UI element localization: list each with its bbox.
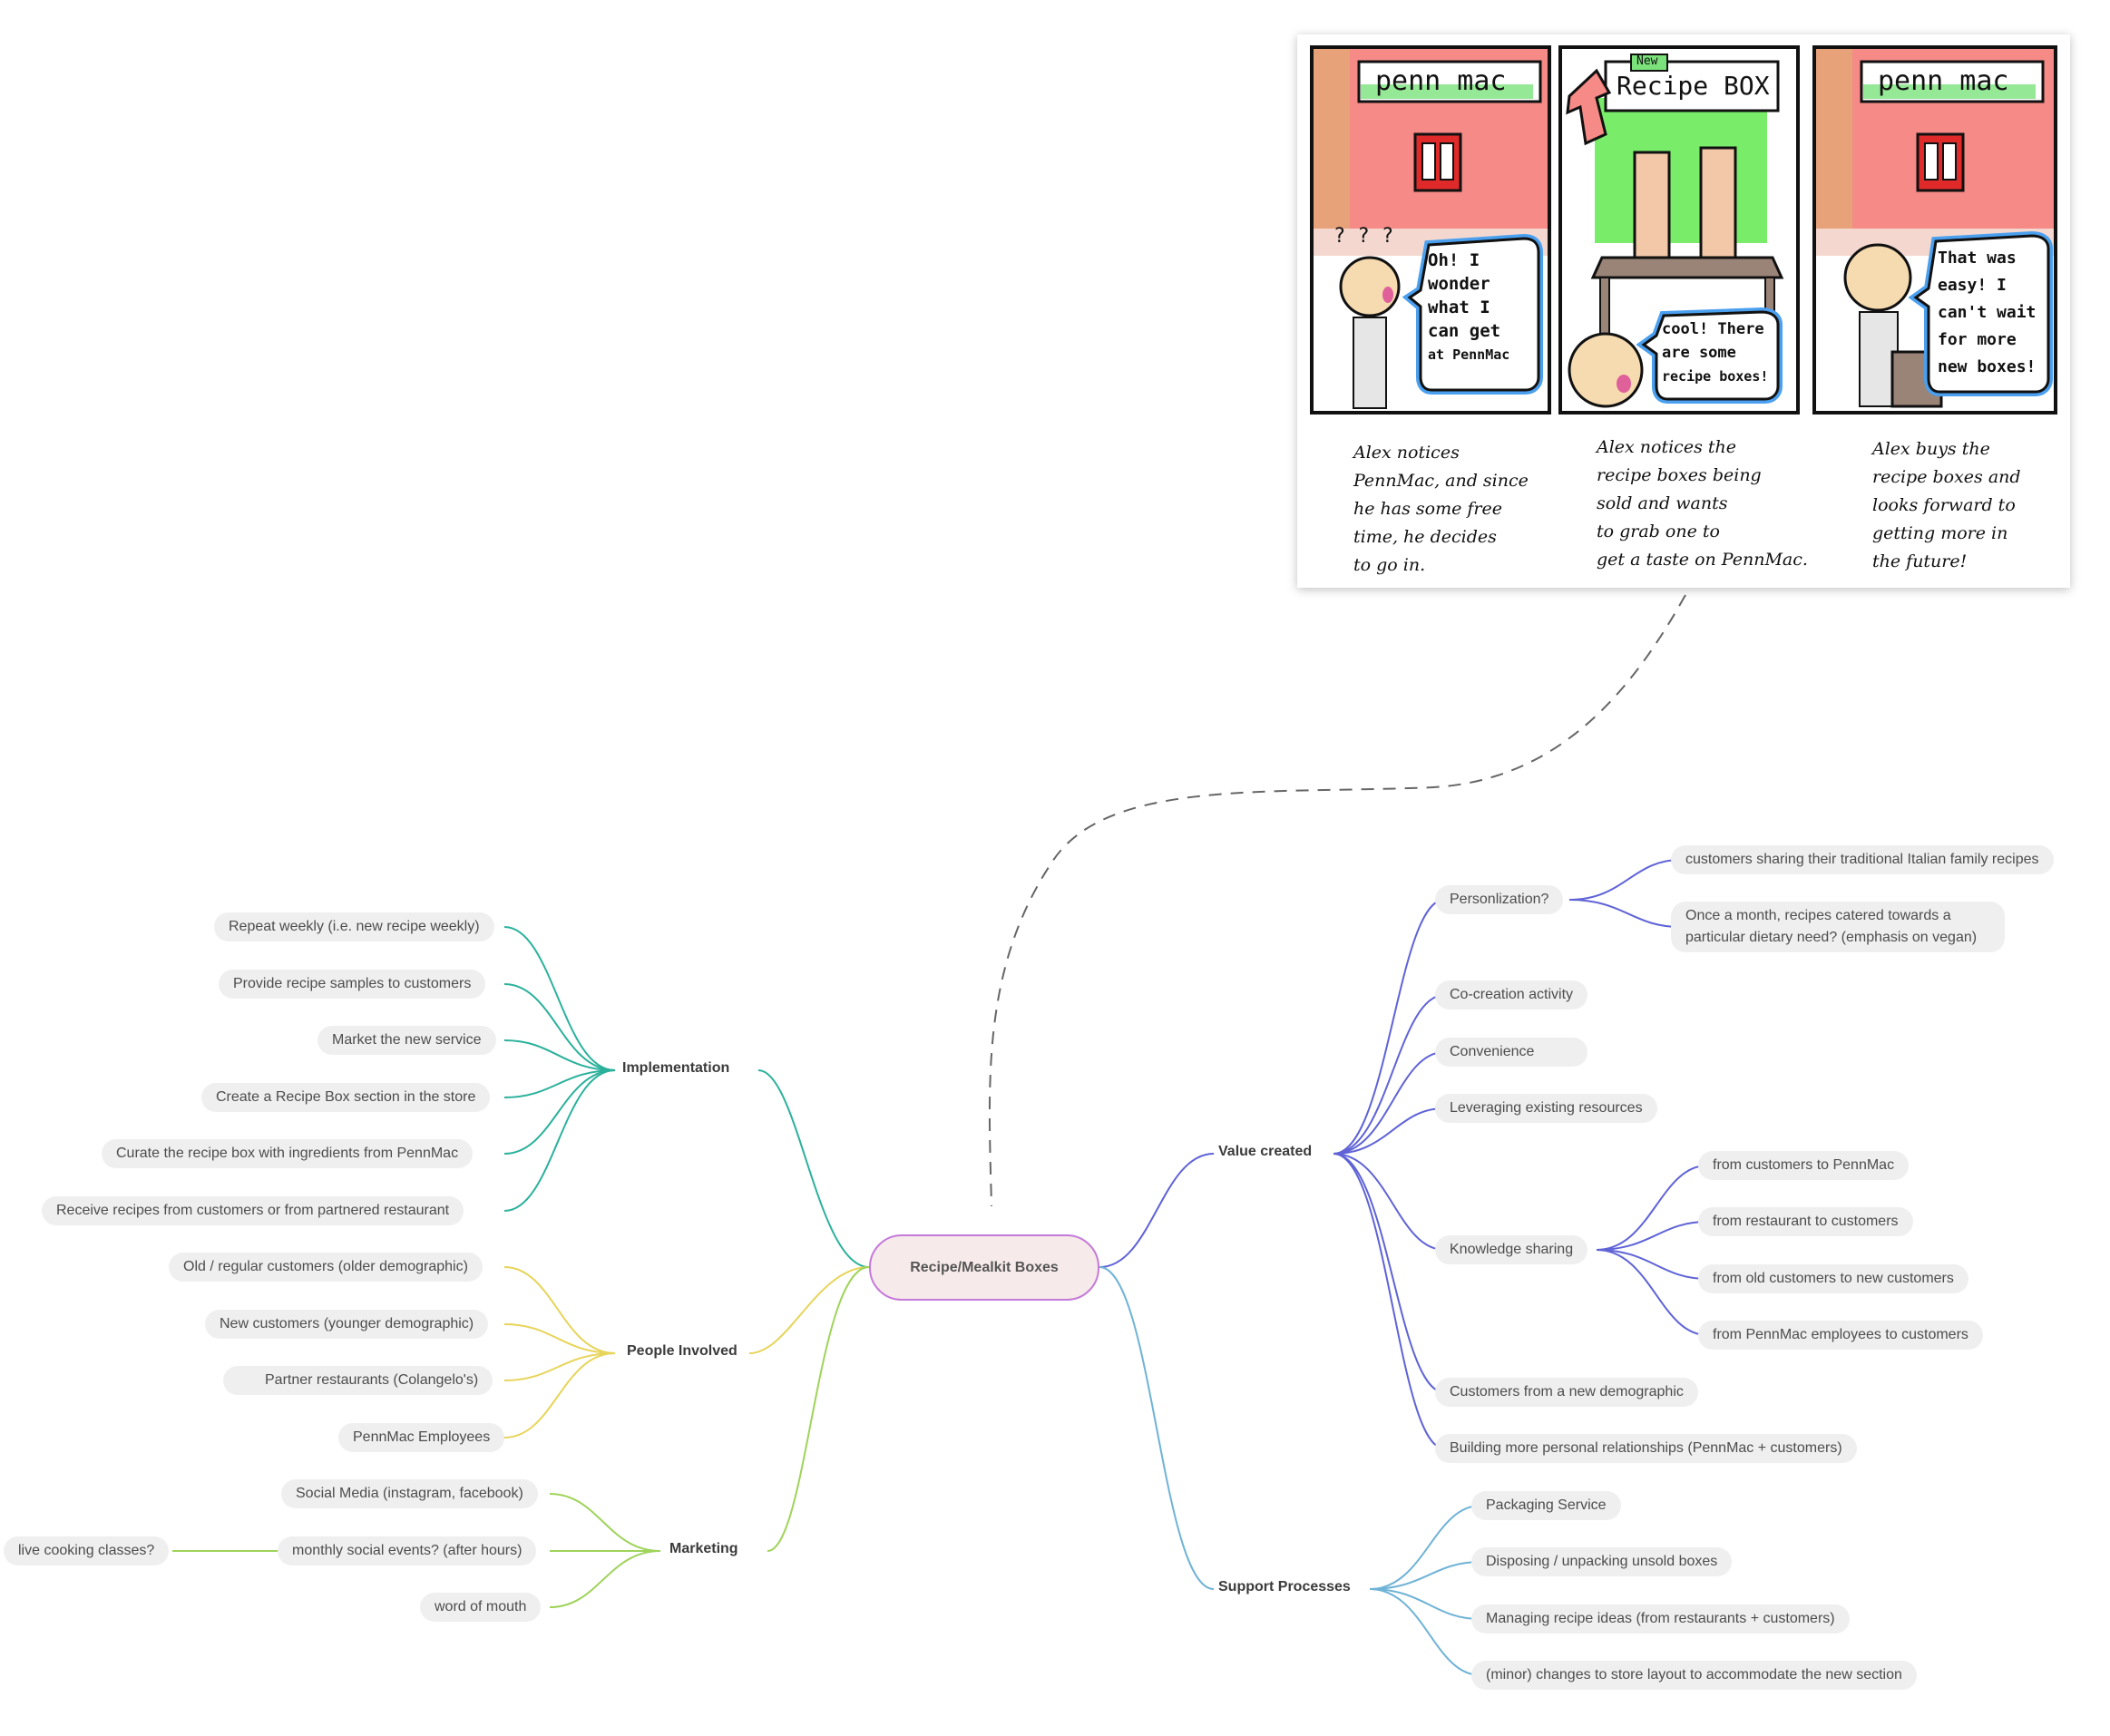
link-support — [1099, 1266, 1215, 1590]
node-leveraging[interactable]: Leveraging existing resources — [1435, 1094, 1657, 1123]
link-value — [1099, 1153, 1215, 1268]
node-support-1[interactable]: Packaging Service — [1471, 1491, 1621, 1520]
panel1-thought: ? ? ? — [1333, 225, 1394, 248]
node-personalization-1[interactable]: customers sharing their traditional Ital… — [1671, 845, 2054, 874]
node-cocreation[interactable]: Co-creation activity — [1435, 980, 1588, 1009]
node-implementation-1[interactable]: Repeat weekly (i.e. new recipe weekly) — [214, 912, 494, 941]
node-personalization-2[interactable]: Once a month, recipes catered towards a … — [1671, 902, 2005, 952]
panel3-sign: penn mac — [1878, 65, 2009, 97]
panel-3 — [1812, 45, 2057, 414]
node-implementation-3[interactable]: Market the new service — [317, 1026, 496, 1055]
node-implementation-2[interactable]: Provide recipe samples to customers — [219, 970, 486, 999]
branch-people-involved[interactable]: People Involved — [627, 1343, 738, 1359]
node-people-2[interactable]: New customers (younger demographic) — [205, 1310, 489, 1339]
branch-implementation[interactable]: Implementation — [622, 1060, 730, 1076]
storyboard-panels — [1310, 45, 2057, 414]
branch-marketing[interactable]: Marketing — [669, 1541, 738, 1556]
panel-1 — [1310, 45, 1551, 414]
link-people — [748, 1266, 870, 1354]
node-knowledge-2[interactable]: from restaurant to customers — [1698, 1207, 1913, 1236]
node-convenience[interactable]: Convenience — [1435, 1038, 1587, 1067]
panel1-sign: penn mac — [1375, 65, 1507, 97]
panel2-badge: New — [1636, 54, 1658, 68]
node-support-3[interactable]: Managing recipe ideas (from restaurants … — [1471, 1604, 1850, 1634]
node-knowledge-1[interactable]: from customers to PennMac — [1698, 1151, 1910, 1180]
node-people-1[interactable]: Old / regular customers (older demograph… — [169, 1253, 483, 1282]
node-implementation-5[interactable]: Curate the recipe box with ingredients f… — [102, 1139, 474, 1168]
node-people-3[interactable]: Partner restaurants (Colangelo's) — [223, 1366, 493, 1395]
node-personalization[interactable]: Personlization? — [1435, 885, 1564, 914]
panel-2 — [1558, 45, 1800, 414]
node-marketing-3[interactable]: word of mouth — [420, 1593, 542, 1622]
link-marketing — [767, 1266, 870, 1552]
node-people-4[interactable]: PennMac Employees — [338, 1423, 505, 1452]
node-support-2[interactable]: Disposing / unpacking unsold boxes — [1471, 1547, 1733, 1576]
node-marketing-1[interactable]: Social Media (instagram, facebook) — [281, 1479, 538, 1508]
link-implementation — [757, 1069, 870, 1268]
node-implementation-4[interactable]: Create a Recipe Box section in the store — [201, 1083, 491, 1112]
branch-support-processes[interactable]: Support Processes — [1218, 1579, 1351, 1595]
node-implementation-6[interactable]: Receive recipes from customers or from p… — [42, 1196, 464, 1225]
panel2-sign: Recipe BOX — [1617, 71, 1770, 101]
central-node[interactable]: Recipe/Mealkit Boxes — [869, 1234, 1099, 1301]
node-marketing-sub[interactable]: live cooking classes? — [4, 1536, 170, 1565]
node-new-demographic[interactable]: Customers from a new demographic — [1435, 1378, 1698, 1407]
node-support-4[interactable]: (minor) changes to store layout to accom… — [1471, 1661, 1917, 1690]
comic-link-dashed — [988, 594, 1686, 1207]
node-knowledge-sharing[interactable]: Knowledge sharing — [1435, 1235, 1588, 1264]
branch-value-created[interactable]: Value created — [1218, 1144, 1313, 1159]
node-knowledge-4[interactable]: from PennMac employees to customers — [1698, 1321, 1983, 1350]
node-relationships[interactable]: Building more personal relationships (Pe… — [1435, 1434, 1857, 1463]
node-marketing-2[interactable]: monthly social events? (after hours) — [278, 1536, 537, 1565]
node-knowledge-3[interactable]: from old customers to new customers — [1698, 1264, 1968, 1293]
